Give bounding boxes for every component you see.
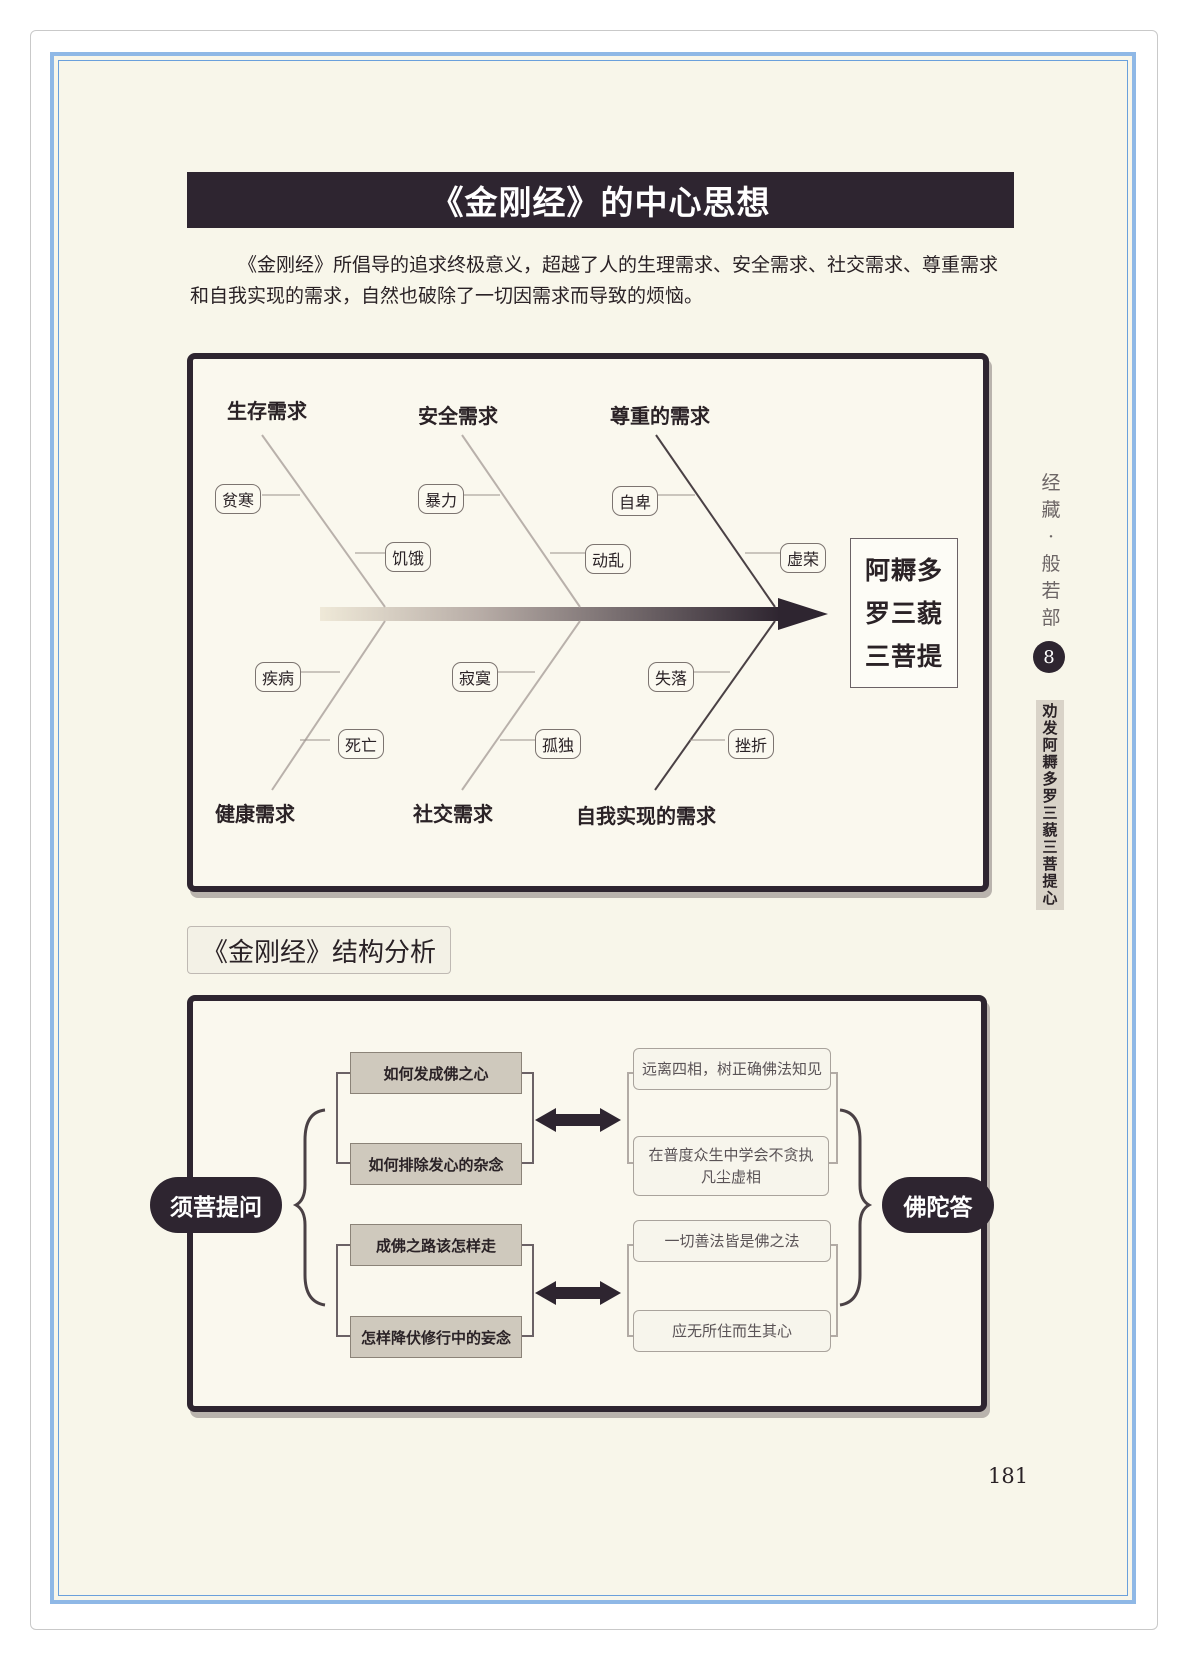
answer-item: 远离四相，树正确佛法知见 bbox=[633, 1048, 831, 1090]
tag-loneliness: 寂寞 bbox=[452, 662, 499, 692]
result-line-2: 罗三藐 bbox=[864, 598, 943, 628]
tag-hunger: 饥饿 bbox=[385, 542, 432, 572]
question-item: 如何发成佛之心 bbox=[350, 1052, 522, 1094]
label-social-need: 社交需求 bbox=[413, 802, 493, 826]
result-line-1: 阿耨多 bbox=[864, 555, 943, 585]
intro-paragraph: 《金刚经》所倡导的追求终极意义，超越了人的生理需求、安全需求、社交需求、尊重需求… bbox=[190, 254, 999, 307]
tag-violence: 暴力 bbox=[418, 484, 465, 514]
label-survival-need: 生存需求 bbox=[227, 399, 307, 423]
label-esteem-need: 尊重的需求 bbox=[610, 404, 710, 428]
series-running-head: 经 藏 · 般 若 部 bbox=[1041, 472, 1061, 629]
answer-item: 一切善法皆是佛之法 bbox=[633, 1220, 831, 1262]
anuttara-result-box: 阿耨多 罗三藐 三菩提 bbox=[850, 538, 958, 688]
tag-illness: 疾病 bbox=[255, 662, 302, 692]
chapter-number-badge: 8 bbox=[1033, 641, 1065, 673]
result-line-3: 三菩提 bbox=[864, 641, 943, 671]
answer-item: 应无所住而生其心 bbox=[633, 1310, 831, 1352]
answer-item: 在普度众生中学会不贪执凡尘虚相 bbox=[633, 1136, 829, 1196]
question-item: 成佛之路该怎样走 bbox=[350, 1224, 522, 1266]
question-item: 怎样降伏修行中的妄念 bbox=[350, 1316, 522, 1358]
structure-diagram bbox=[187, 995, 987, 1412]
tag-inferiority: 自卑 bbox=[612, 486, 659, 516]
tag-vanity: 虚荣 bbox=[780, 543, 827, 573]
tag-turmoil: 动乱 bbox=[585, 544, 632, 574]
chapter-title-vertical: 劝发阿耨多罗三藐三菩提心 bbox=[1036, 700, 1064, 910]
tag-solitude: 孤独 bbox=[535, 729, 582, 759]
tag-poverty: 贫寒 bbox=[215, 484, 262, 514]
question-item: 如何排除发心的杂念 bbox=[350, 1143, 522, 1185]
tag-death: 死亡 bbox=[338, 729, 385, 759]
page-title: 《金刚经》的中心思想 bbox=[430, 183, 771, 222]
tag-loss: 失落 bbox=[648, 662, 695, 692]
subhuti-asks-pill: 须菩提问 bbox=[150, 1177, 282, 1233]
label-health-need: 健康需求 bbox=[215, 802, 295, 826]
section-title-bar: 《金刚经》的中心思想 bbox=[187, 172, 1014, 228]
structure-section-title: 《金刚经》结构分析 bbox=[202, 937, 437, 968]
tag-setback: 挫折 bbox=[728, 729, 775, 759]
structure-section-tab: 《金刚经》结构分析 bbox=[187, 926, 452, 974]
label-self-actualization-need: 自我实现的需求 bbox=[576, 804, 716, 828]
label-safety-need: 安全需求 bbox=[418, 404, 498, 428]
page-number: 181 bbox=[988, 1464, 1029, 1488]
buddha-answers-pill: 佛陀答 bbox=[882, 1177, 994, 1233]
